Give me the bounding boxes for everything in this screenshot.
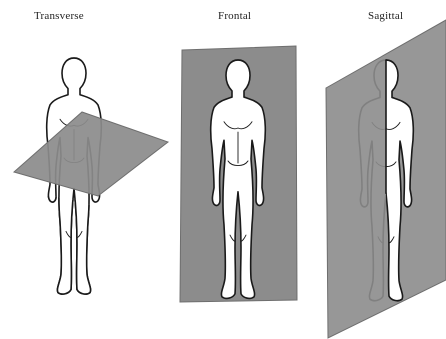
transverse-figure [14, 58, 168, 294]
label-sagittal: Sagittal [368, 10, 403, 22]
label-frontal: Frontal [218, 10, 251, 22]
sagittal-figure [326, 20, 446, 338]
label-transverse: Transverse [34, 10, 84, 22]
transverse-plane [14, 112, 168, 196]
frontal-figure [180, 46, 297, 302]
